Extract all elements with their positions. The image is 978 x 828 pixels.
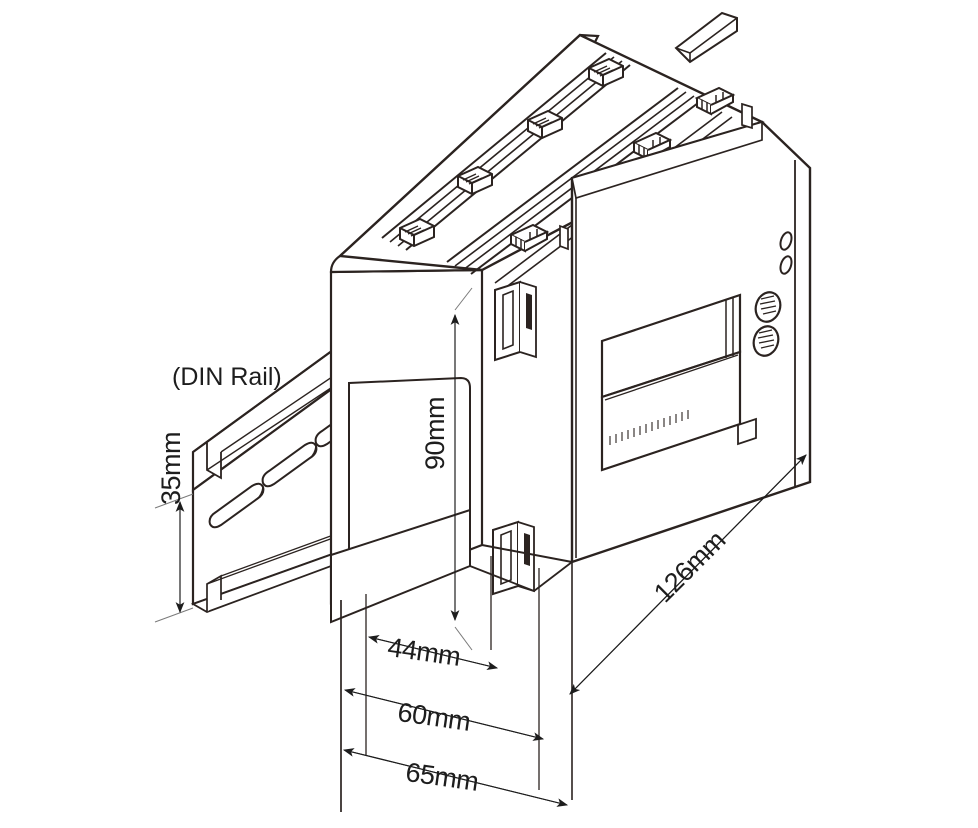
led-indicator xyxy=(779,231,793,251)
push-button[interactable] xyxy=(752,289,784,325)
meter-body-graphic xyxy=(329,11,812,624)
led-indicator xyxy=(779,255,793,275)
din-rail-slot xyxy=(261,441,318,488)
dimension-126mm xyxy=(569,170,811,800)
dimension-60mm xyxy=(343,688,545,741)
din-rail-slot xyxy=(208,482,265,529)
push-button[interactable] xyxy=(750,323,782,359)
dimension-90mm xyxy=(450,287,473,651)
din-clip-upper xyxy=(494,280,537,362)
dimension-65mm xyxy=(342,748,569,807)
din-rail-label: (DIN Rail) xyxy=(172,363,282,391)
lcd-display-window xyxy=(600,293,742,472)
dimension-extension-lines xyxy=(340,556,540,812)
dimension-label-90mm: 90mm xyxy=(420,396,450,470)
din-clip-lower xyxy=(492,520,535,596)
dimension-44mm xyxy=(367,635,499,670)
dimension-35mm xyxy=(154,493,194,623)
dimension-label-35mm: 35mm xyxy=(156,431,186,505)
